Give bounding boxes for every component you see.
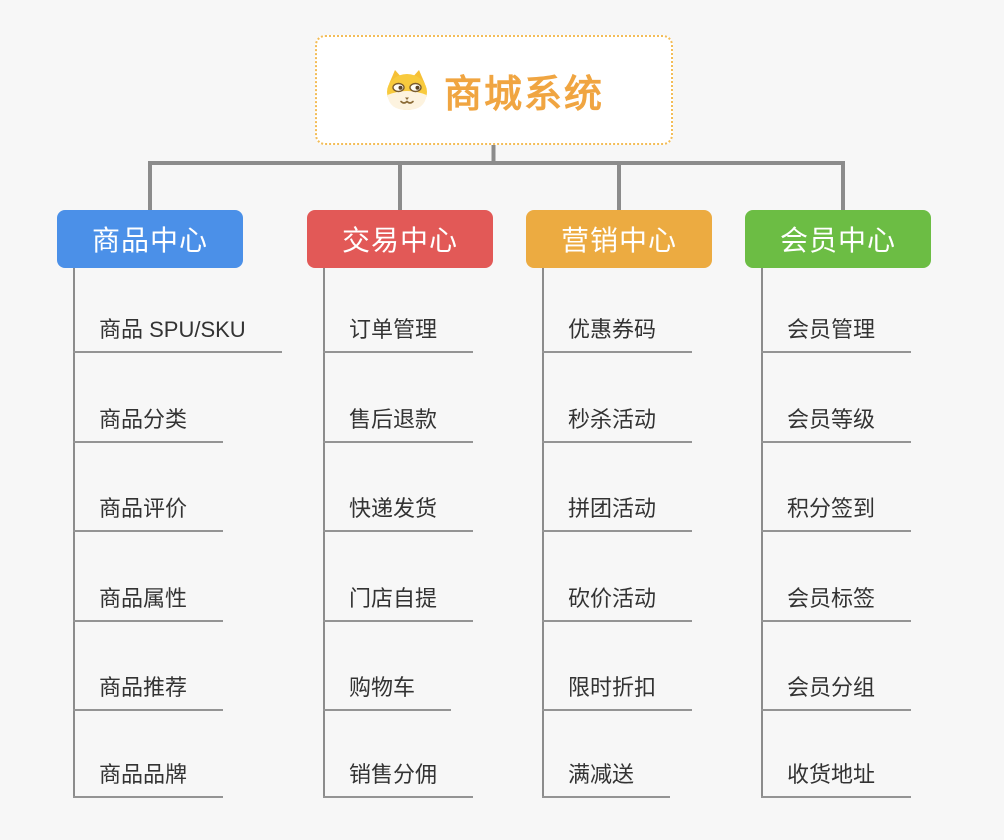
leaf-node[interactable]: 商品属性 (73, 583, 224, 622)
branch-tree: 会员管理 会员等级 积分签到 会员标签 会员分组 收货地址 (761, 268, 991, 808)
branch-tree: 优惠券码 秒杀活动 拼团活动 砍价活动 限时折扣 满减送 (542, 268, 772, 808)
leaf-node[interactable]: 购物车 (323, 672, 452, 711)
leaf-node[interactable]: 商品推荐 (73, 672, 224, 711)
leaf-node[interactable]: 积分签到 (761, 493, 912, 532)
root-node[interactable]: 商城系统 (315, 35, 673, 145)
leaf-node[interactable]: 满减送 (542, 759, 671, 798)
branch-tree: 订单管理 售后退款 快递发货 门店自提 购物车 销售分佣 (323, 268, 553, 808)
shiba-dog-face-icon (384, 69, 430, 111)
leaf-node[interactable]: 砍价活动 (542, 583, 693, 622)
leaf-node[interactable]: 商品 SPU/SKU (73, 314, 282, 353)
branch-tree: 商品 SPU/SKU 商品分类 商品评价 商品属性 商品推荐 商品品牌 (73, 268, 303, 808)
branch-column-members: 会员中心 会员管理 会员等级 积分签到 会员标签 会员分组 收货地址 (745, 210, 995, 810)
leaf-node[interactable]: 秒杀活动 (542, 404, 693, 443)
leaf-node[interactable]: 会员管理 (761, 314, 912, 353)
trunk-line (761, 268, 763, 798)
root-title: 商城系统 (443, 73, 604, 116)
leaf-node[interactable]: 商品评价 (73, 493, 224, 532)
leaf-node[interactable]: 会员标签 (761, 583, 912, 622)
leaf-node[interactable]: 销售分佣 (323, 759, 474, 798)
branch-column-products: 商品中心 商品 SPU/SKU 商品分类 商品评价 商品属性 商品推荐 商品品牌 (57, 210, 307, 810)
leaf-node[interactable]: 会员等级 (761, 404, 912, 443)
leaf-node[interactable]: 商品品牌 (73, 759, 224, 798)
leaf-node[interactable]: 商品分类 (73, 404, 224, 443)
trunk-line (73, 268, 75, 798)
leaf-node[interactable]: 快递发货 (323, 493, 474, 532)
branch-node-products[interactable]: 商品中心 (57, 210, 243, 268)
leaf-node[interactable]: 会员分组 (761, 672, 912, 711)
leaf-node[interactable]: 收货地址 (761, 759, 912, 798)
branch-node-marketing[interactable]: 营销中心 (526, 210, 712, 268)
leaf-node[interactable]: 限时折扣 (542, 672, 693, 711)
leaf-node[interactable]: 订单管理 (323, 314, 474, 353)
leaf-node[interactable]: 门店自提 (323, 583, 474, 622)
leaf-node[interactable]: 优惠券码 (542, 314, 693, 353)
leaf-node[interactable]: 拼团活动 (542, 493, 693, 532)
trunk-line (542, 268, 544, 798)
branch-node-members[interactable]: 会员中心 (745, 210, 931, 268)
leaf-node[interactable]: 售后退款 (323, 404, 474, 443)
trunk-line (323, 268, 325, 798)
branch-column-trade: 交易中心 订单管理 售后退款 快递发货 门店自提 购物车 销售分佣 (307, 210, 557, 810)
branch-column-marketing: 营销中心 优惠券码 秒杀活动 拼团活动 砍价活动 限时折扣 满减送 (526, 210, 776, 810)
branch-node-trade[interactable]: 交易中心 (307, 210, 493, 268)
